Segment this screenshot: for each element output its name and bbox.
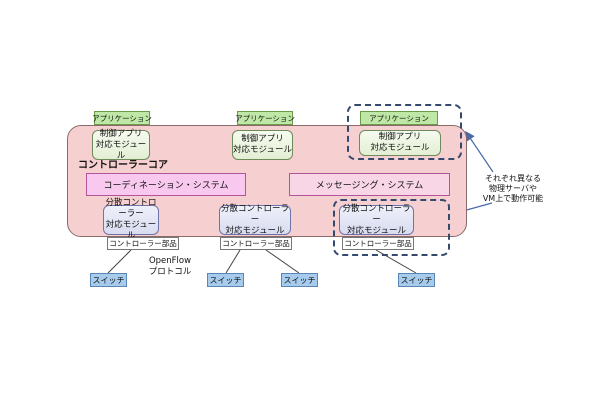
control-app-module-line2: 対応モジュール bbox=[95, 139, 147, 161]
application-box-1: アプリケーション bbox=[92, 111, 152, 125]
messaging-system: メッセージング・システム bbox=[289, 173, 450, 196]
note-line3: VM上で動作可能 bbox=[482, 194, 544, 203]
dashed-group-bottom bbox=[333, 199, 450, 256]
control-app-module-line1: 制御アプリ bbox=[241, 134, 284, 144]
distributed-module-line1: 分散コントローラー bbox=[220, 203, 289, 225]
control-app-module-line1: 制御アプリ bbox=[378, 132, 422, 142]
control-app-module-line1: 制御アプリ bbox=[99, 128, 143, 139]
controller-parts-3: コントローラー部品 bbox=[342, 237, 414, 250]
switch-2: スイッチ bbox=[207, 273, 244, 287]
distributed-controller-module-2: 分散コントローラー 対応モジュール bbox=[219, 203, 291, 236]
note-line2: 物理サーバや bbox=[489, 184, 537, 193]
controller-core-label: コントローラーコア bbox=[78, 160, 168, 171]
controller-parts-1: コントローラー部品 bbox=[107, 237, 179, 250]
protocol-line2: プロトコル bbox=[148, 267, 192, 277]
distributed-module-line1: 分散コントローラー bbox=[105, 198, 157, 219]
application-box-2: アプリケーション bbox=[235, 111, 295, 125]
switch-3: スイッチ bbox=[281, 273, 318, 287]
distributed-module-line2: 対応モジュール bbox=[347, 225, 406, 236]
distributed-controller-module-3: 分散コントローラー 対応モジュール bbox=[339, 203, 414, 236]
distributed-module-line2: 対応モジュール bbox=[105, 220, 157, 241]
distributed-controller-module-1: 分散コントローラー 対応モジュール bbox=[103, 198, 159, 241]
control-app-module-line2: 対応モジュール bbox=[370, 143, 430, 153]
deployment-note: それぞれ異なる 物理サーバや VM上で動作可能 bbox=[478, 174, 548, 204]
distributed-module-line2: 対応モジュール bbox=[225, 225, 285, 236]
note-line1: それぞれ異なる bbox=[485, 174, 541, 183]
coordination-system: コーディネーション・システム bbox=[86, 173, 246, 196]
application-box-3: アプリケーション bbox=[360, 111, 438, 125]
dashed-group-top bbox=[347, 104, 462, 160]
control-app-module-2: 制御アプリ 対応モジュール bbox=[232, 130, 293, 160]
control-app-module-3: 制御アプリ 対応モジュール bbox=[359, 130, 441, 156]
switch-4: スイッチ bbox=[398, 273, 435, 287]
control-app-module-1: 制御アプリ 対応モジュール bbox=[92, 128, 150, 161]
protocol-line1: OpenFlow bbox=[148, 256, 192, 266]
controller-parts-2: コントローラー部品 bbox=[220, 237, 292, 250]
openflow-protocol-label: OpenFlow プロトコル bbox=[140, 256, 200, 278]
control-app-module-line2: 対応モジュール bbox=[233, 145, 292, 155]
switch-1: スイッチ bbox=[90, 273, 127, 287]
distributed-module-line1: 分散コントローラー bbox=[342, 203, 411, 225]
